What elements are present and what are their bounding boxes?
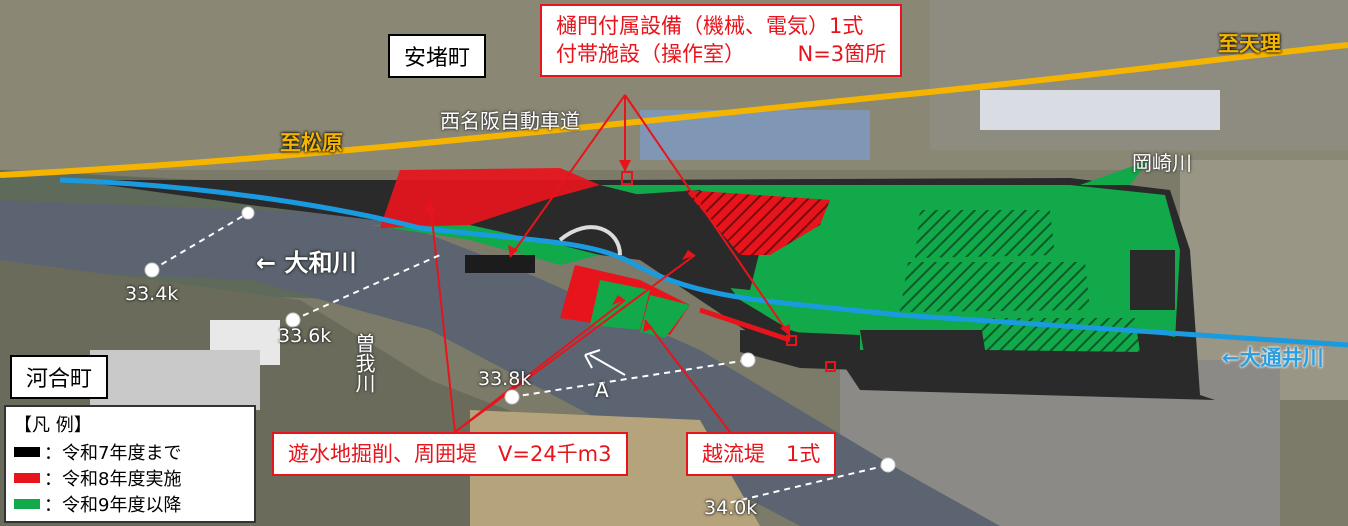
legend-title: 【凡 例】 (14, 415, 92, 436)
legend-label: ：令和8年度実施 (44, 469, 182, 490)
red-area-embankment (380, 168, 600, 228)
legend-label: ：令和7年度まで (44, 443, 182, 464)
expressway-label: 西名阪自動車道 (440, 109, 580, 133)
overflow-levee-line (699, 307, 791, 343)
km-post-dots (144, 206, 896, 473)
soga-river-label: 曽我川 (352, 333, 376, 393)
km-33-4-label: 33.4k (125, 283, 179, 305)
legend-items: ：令和7年度まで ：令和8年度実施 ：令和9年度以降 (14, 439, 246, 517)
green-okazaki (1080, 160, 1150, 185)
kawai-town-label: 河合町 (10, 355, 109, 399)
basin-dark-3 (740, 330, 860, 370)
legend-item: ：令和7年度まで (14, 439, 246, 465)
legend-item: ：令和8年度実施 (14, 465, 246, 491)
green-strip-west (370, 225, 600, 265)
gate-structure (465, 255, 535, 273)
okazaki-river-label: 岡崎川 (1132, 151, 1192, 175)
yamato-river-label: ← 大和川 (256, 249, 357, 277)
km-33-6-label: 33.6k (278, 325, 332, 347)
legend-swatch (14, 447, 40, 457)
excavation-callout: 遊水地掘削、周囲堤 V=24千m3 (272, 432, 628, 477)
overflow-levee-callout: 越流堤 1式 (686, 432, 837, 477)
section-a-label: A (595, 378, 609, 402)
legend-swatch (14, 473, 40, 483)
hatched-green-1 (915, 210, 1055, 258)
gate-callout-line2: 付帯施設（操作室） N=3箇所 (556, 42, 887, 67)
gate-equipment-callout: 樋門付属設備（機械、電気）1式 付帯施設（操作室） N=3箇所 (540, 4, 903, 77)
gate-marker-4 (825, 361, 836, 372)
expressway-line (0, 42, 1348, 178)
callout-leaders (429, 94, 791, 433)
gate-callout-line1: 樋門付属設備（機械、電気）1式 (556, 14, 864, 38)
basin-dark-4 (1130, 250, 1175, 310)
basin-dark-1 (625, 190, 760, 290)
green-patch-excavation-2 (640, 295, 690, 338)
building-grey (90, 350, 260, 410)
ootsui-river-line (59, 177, 1348, 348)
gate-marker-3 (786, 335, 797, 346)
factory-buildings (980, 90, 1220, 130)
section-arrow (584, 349, 626, 376)
legend-swatch (14, 499, 40, 509)
callout-arrowheads (424, 160, 790, 336)
km-34-0-label: 34.0k (704, 497, 758, 519)
km-33-8-label: 33.8k (478, 368, 532, 390)
legend: 【凡 例】 ：令和7年度まで ：令和8年度実施 ：令和9年度以降 (4, 405, 256, 523)
legend-item: ：令和9年度以降 (14, 491, 246, 517)
hatched-red-area (685, 190, 830, 255)
legend-label: ：令和9年度以降 (44, 495, 182, 516)
to-tenri-label: 至天理 (1218, 32, 1281, 56)
to-matsubara-label: 至松原 (280, 131, 343, 155)
km-dashed-lines (151, 212, 889, 506)
ando-town-label: 安堵町 (388, 34, 487, 78)
levee-curve (558, 225, 622, 256)
ootsui-river-label: ←大通井川 (1222, 346, 1324, 370)
gate-marker-1 (621, 171, 633, 185)
hatched-green-2 (900, 262, 1090, 312)
